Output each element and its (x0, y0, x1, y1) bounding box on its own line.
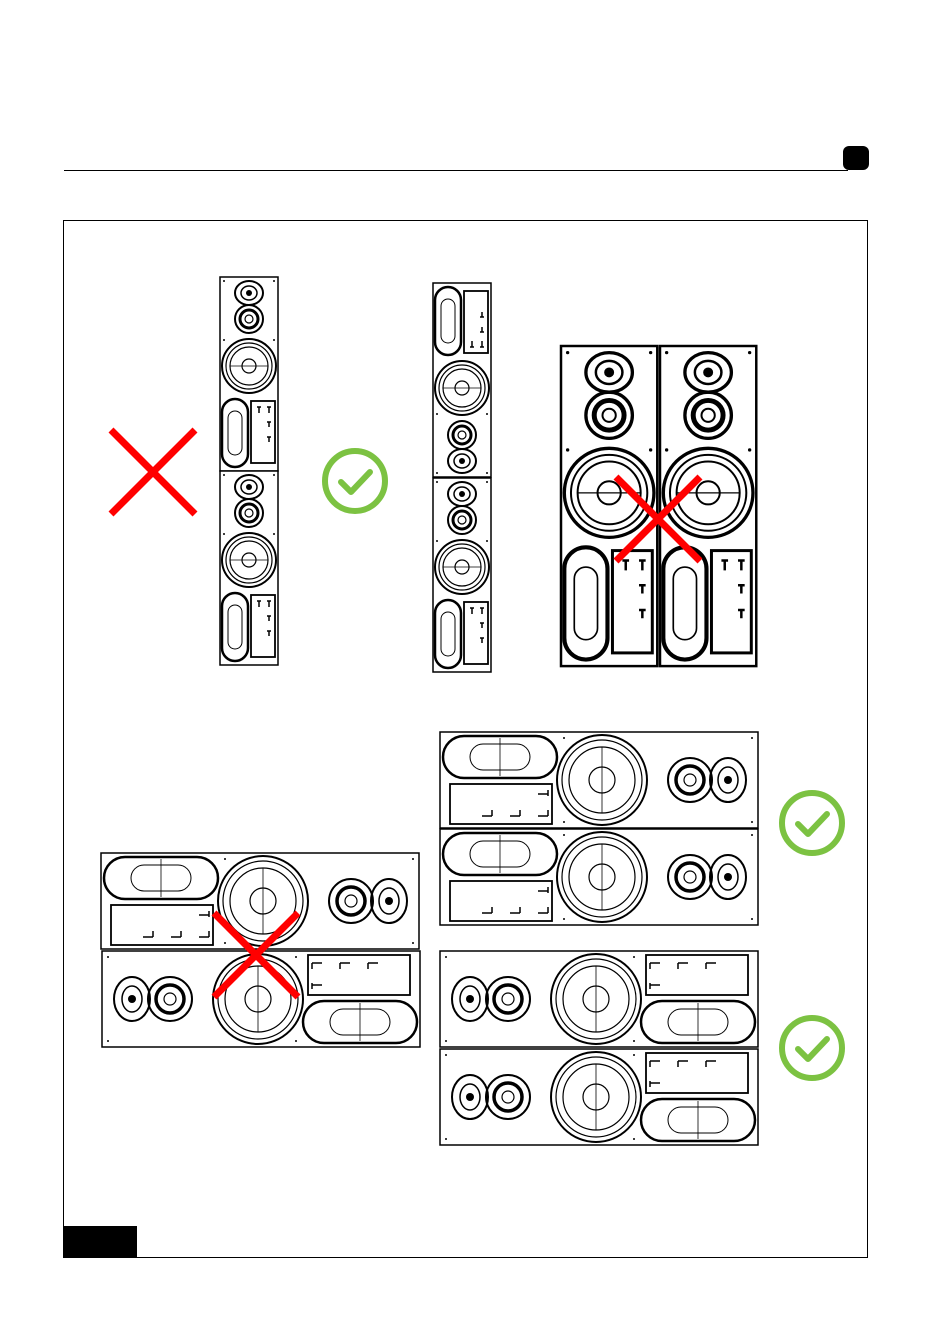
group-vertical-inverted (220, 277, 278, 665)
group-vertical-side-by-side (561, 346, 756, 666)
group-horizontal-flipped (440, 951, 758, 1145)
group-horizontal-same (440, 732, 758, 925)
green-check-icon (782, 793, 842, 853)
group-vertical-mirrored (433, 283, 491, 672)
red-cross-icon (111, 430, 195, 514)
green-check-icon (782, 1018, 842, 1078)
green-check-icon (325, 451, 385, 511)
